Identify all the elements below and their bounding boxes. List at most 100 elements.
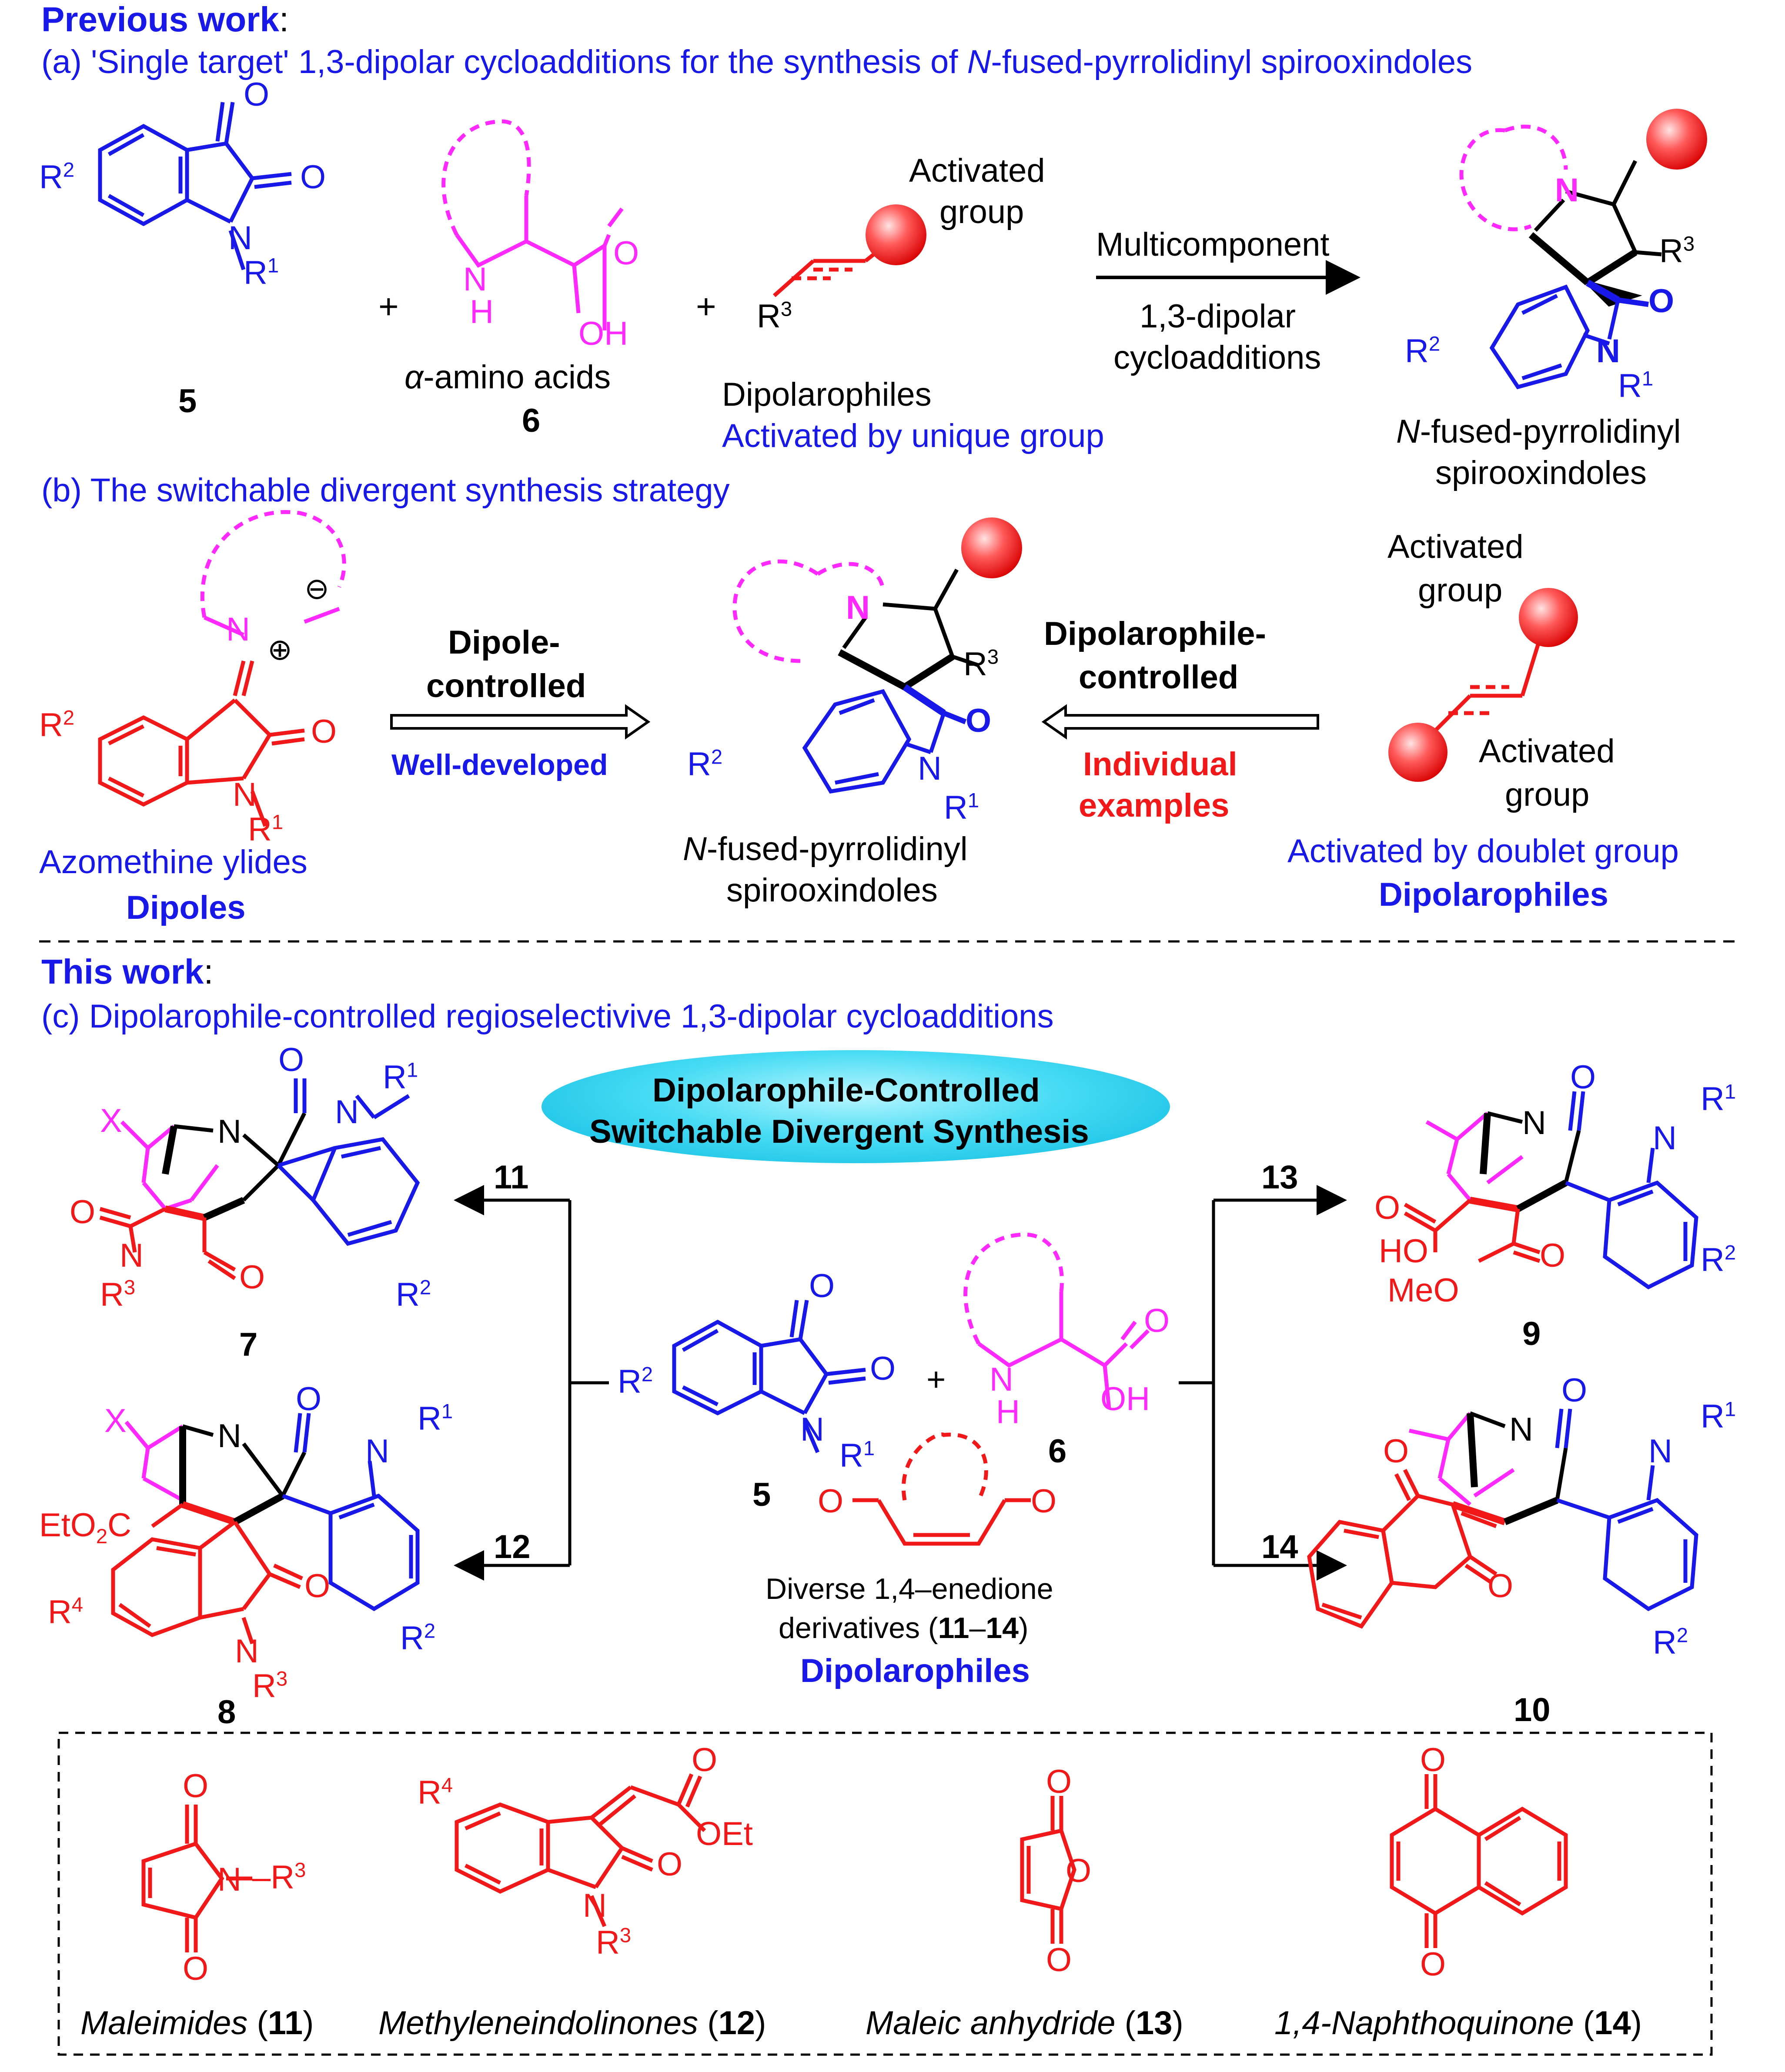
activated-group-a-2: group	[939, 194, 1024, 230]
p8-n2: N	[365, 1433, 389, 1470]
activated-top-2: group	[1418, 572, 1503, 609]
product-b-r3: R3	[963, 645, 999, 683]
p8-x: X	[104, 1402, 127, 1439]
p8-r1: R1	[418, 1399, 453, 1437]
ylide-n: N	[226, 611, 250, 648]
naphthoquinone-structure	[1390, 1774, 1568, 1948]
product-8-structure	[111, 1413, 420, 1645]
isatin-r2: R2	[39, 158, 75, 196]
this-work-heading: This work:	[41, 952, 214, 991]
plus-2: +	[696, 287, 716, 326]
section-c-title: (c) Dipolarophile-controlled regioselect…	[41, 998, 1054, 1035]
azomethine-ylides-label: Azomethine ylides	[39, 844, 308, 881]
isatin-n: N	[228, 220, 252, 257]
isatin-oxo-1: O	[244, 76, 270, 113]
product-b-n2: N	[918, 750, 942, 787]
center-isatin-r2: R2	[618, 1362, 653, 1400]
activated-group-ball-b-top	[1519, 588, 1578, 647]
p9-r1: R1	[1701, 1080, 1736, 1118]
dipolarophiles-label-b: Dipolarophiles	[1379, 876, 1608, 913]
azomethine-ylide-structure	[98, 510, 346, 827]
p9-meo: MeO	[1387, 1272, 1459, 1309]
branch-right	[1179, 1185, 1347, 1581]
center-compound-5: 5	[752, 1476, 771, 1513]
section-b-title: (b) The switchable divergent synthesis s…	[41, 472, 730, 509]
activated-group-a-1: Activated	[909, 152, 1045, 189]
well-developed-label: Well-developed	[391, 748, 608, 781]
compound-5-label: 5	[178, 383, 197, 420]
p9-n: N	[1522, 1104, 1546, 1141]
isatin-5-center-structure	[672, 1300, 866, 1453]
arrow-label-cycloadditions: cycloadditions	[1113, 339, 1321, 376]
p7-x: X	[100, 1102, 122, 1139]
amino-oh: OH	[578, 315, 628, 352]
naphtho-o-bottom: O	[1420, 1946, 1446, 1983]
ylide-r1: R1	[248, 810, 284, 848]
p8-r4: R4	[48, 1593, 84, 1631]
p10-o-top: O	[1383, 1433, 1409, 1470]
individual-label-1: Individual	[1083, 746, 1237, 783]
p10-o-bottom: O	[1488, 1568, 1514, 1605]
p10-r1: R1	[1701, 1397, 1736, 1435]
enedione-label-2: derivatives (11–14)	[779, 1612, 1029, 1645]
maleimide-o-top: O	[183, 1768, 209, 1805]
maleic-anhydride-structure	[1020, 1796, 1076, 1944]
pill-text-1: Dipolarophile-Controlled	[652, 1072, 1040, 1109]
product-a-label-2: spirooxindoles	[1435, 454, 1647, 491]
legend-box	[57, 1732, 1713, 2056]
p8-r3: R3	[252, 1667, 288, 1705]
p8-n3: N	[235, 1633, 259, 1670]
center-amino-oh: OH	[1100, 1381, 1150, 1418]
strategy-pill	[542, 1050, 1170, 1163]
p7-o-bottom: O	[239, 1259, 265, 1296]
methylene-o2: O	[657, 1846, 683, 1883]
activated-bottom-1: Activated	[1479, 733, 1615, 770]
methylene-oet: OEt	[696, 1815, 753, 1852]
amino-acid-label: α-amino acids	[404, 359, 611, 396]
product-a-r3: R3	[1659, 232, 1695, 270]
maleimide-o-bottom: O	[183, 1950, 209, 1987]
dipole-controlled-2: controlled	[426, 667, 586, 704]
product-b-o: O	[966, 702, 992, 739]
center-plus: +	[926, 1361, 946, 1398]
anhydride-o-bottom: O	[1046, 1942, 1072, 1979]
arrow-label-14: 14	[1261, 1528, 1298, 1565]
product-a-o: O	[1648, 283, 1675, 320]
p8-o2: O	[304, 1568, 331, 1605]
center-isatin-r1: R1	[839, 1436, 875, 1474]
p10-r2: R2	[1653, 1623, 1688, 1661]
p9-ho: HO	[1379, 1233, 1428, 1270]
p8-n: N	[217, 1418, 241, 1455]
product-b-structure	[732, 559, 979, 794]
individual-label-2: examples	[1079, 787, 1230, 824]
arrow-label-12: 12	[494, 1528, 531, 1565]
branch-left	[454, 1185, 609, 1581]
amino-o: O	[613, 235, 639, 272]
activated-group-ball-product-b	[961, 517, 1022, 578]
ylide-o: O	[311, 713, 337, 750]
p8-ester: EtO2C	[39, 1507, 132, 1548]
isatin-r1: R1	[244, 254, 279, 291]
open-arrow-dipole	[390, 704, 651, 740]
previous-work-heading: Previous work:	[41, 0, 289, 39]
methyleneindolinone-structure	[455, 1773, 706, 1927]
p7-n2: N	[335, 1094, 359, 1131]
center-amino-h: H	[996, 1394, 1020, 1431]
p7-r2: R2	[396, 1275, 431, 1313]
methylene-n: N	[583, 1887, 607, 1924]
activated-doublet-label: Activated by doublet group	[1287, 833, 1679, 870]
product-b-r2: R2	[687, 745, 723, 783]
isatin-oxo-2: O	[300, 159, 326, 196]
amino-acid-6-structure	[441, 119, 624, 330]
p9-r2: R2	[1701, 1241, 1736, 1278]
product-8-label: 8	[217, 1694, 236, 1731]
activated-group-ball-b-bottom	[1388, 723, 1447, 782]
enedione-structure	[852, 1432, 1031, 1546]
ylide-plus: ⊕	[267, 633, 292, 666]
enedione-o-right: O	[1031, 1483, 1057, 1520]
activated-group-ball-product-a	[1646, 109, 1707, 170]
dipoles-label: Dipoles	[126, 889, 246, 926]
product-9-structure	[1404, 1091, 1698, 1290]
